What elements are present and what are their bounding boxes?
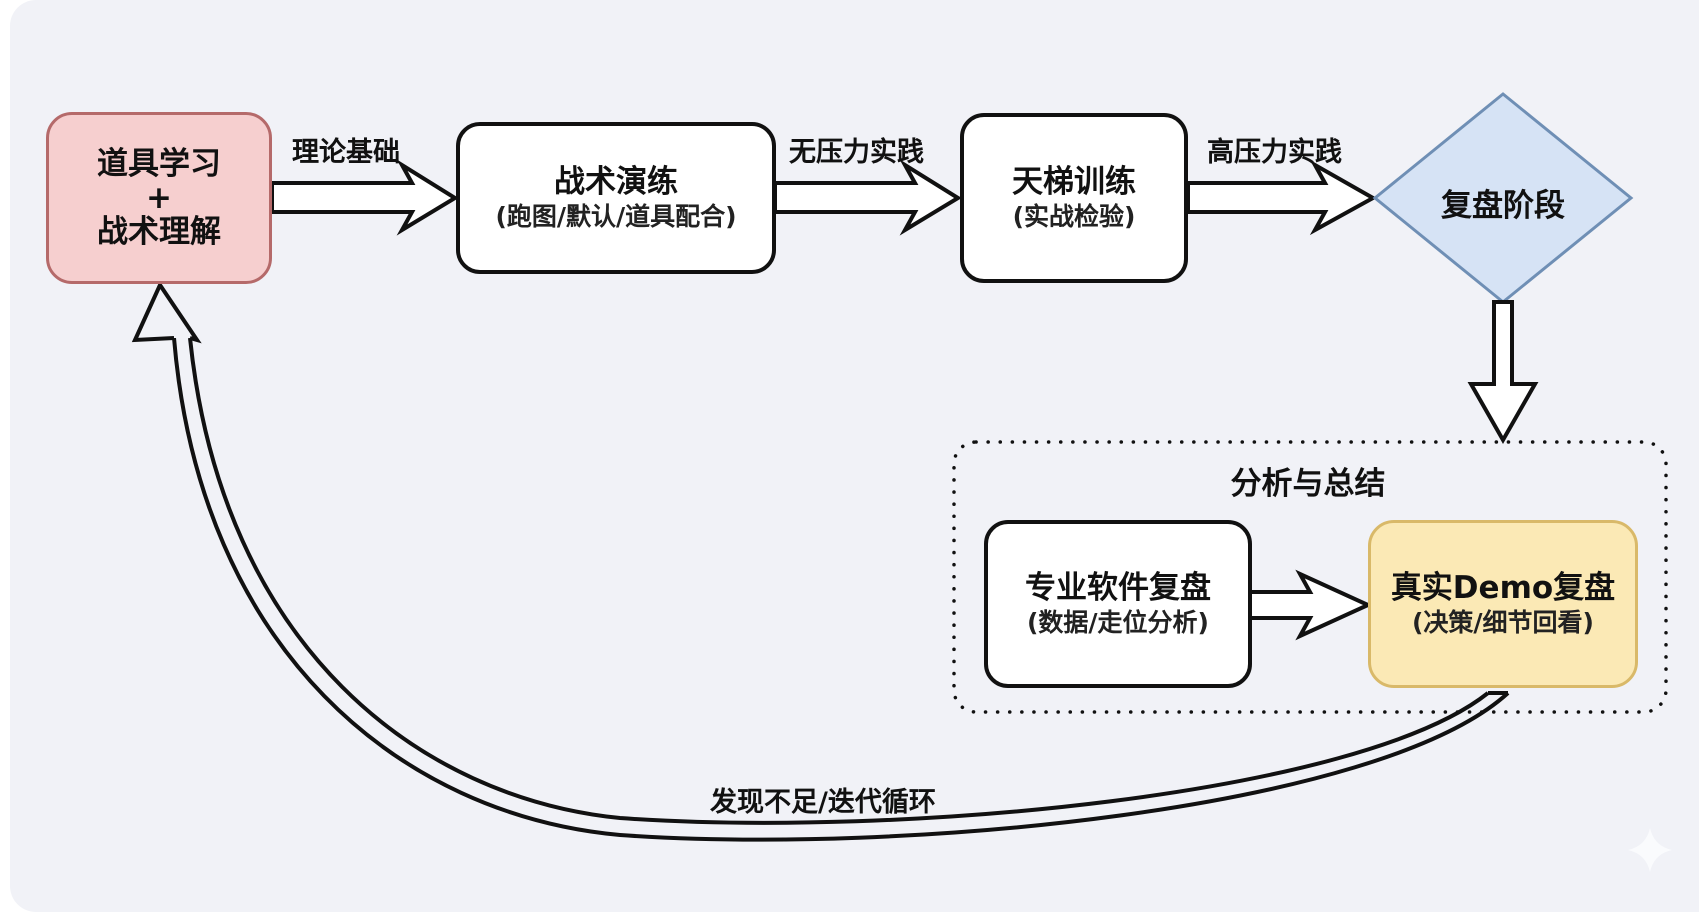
node-theory-plus: +	[146, 180, 172, 216]
node-theory-line3: 战术理解	[97, 214, 221, 250]
edge-label-drill-to-ladder: 无压力实践	[789, 137, 924, 168]
node-software-sub: (数据/走位分析)	[1027, 608, 1209, 637]
node-drill[interactable]: 战术演练 (跑图/默认/道具配合)	[456, 122, 776, 274]
edge-label-loop-back: 发现不足/迭代循环	[710, 787, 936, 818]
node-ladder-sub: (实战检验)	[1012, 202, 1136, 231]
arrow-theory-to-drill	[270, 159, 459, 236]
sparkle-icon	[1628, 828, 1672, 872]
loop-back-curve-inner	[188, 337, 1490, 825]
arrow-ladder-to-review	[1186, 159, 1378, 236]
loop-back-arrowhead	[131, 280, 202, 344]
node-theory-line1: 道具学习	[97, 146, 221, 182]
edge-label-theory-to-drill: 理论基础	[292, 137, 400, 168]
node-drill-sub: (跑图/默认/道具配合)	[495, 202, 737, 231]
node-ladder[interactable]: 天梯训练 (实战检验)	[960, 113, 1188, 283]
arrow-review-to-group	[1467, 300, 1539, 445]
diagram-canvas	[10, 0, 1699, 912]
node-review-title: 复盘阶段	[1441, 188, 1565, 224]
node-software[interactable]: 专业软件复盘 (数据/走位分析)	[984, 520, 1252, 688]
edge-label-ladder-to-review: 高压力实践	[1207, 137, 1342, 168]
arrow-software-to-demo	[1248, 569, 1373, 641]
node-demo[interactable]: 真实Demo复盘 (决策/细节回看)	[1368, 520, 1638, 688]
node-drill-title: 战术演练	[554, 164, 678, 200]
node-demo-title: 真实Demo复盘	[1390, 570, 1616, 606]
node-software-title: 专业软件复盘	[1025, 570, 1211, 606]
node-demo-sub: (决策/细节回看)	[1412, 608, 1594, 637]
arrow-drill-to-ladder	[773, 159, 962, 236]
node-ladder-title: 天梯训练	[1012, 164, 1136, 200]
loop-back-curve-outer	[172, 337, 1510, 842]
node-theory[interactable]: 道具学习 + 战术理解	[46, 112, 272, 284]
analysis-group-border	[952, 440, 1668, 714]
analysis-group-title: 分析与总结	[1230, 466, 1386, 502]
